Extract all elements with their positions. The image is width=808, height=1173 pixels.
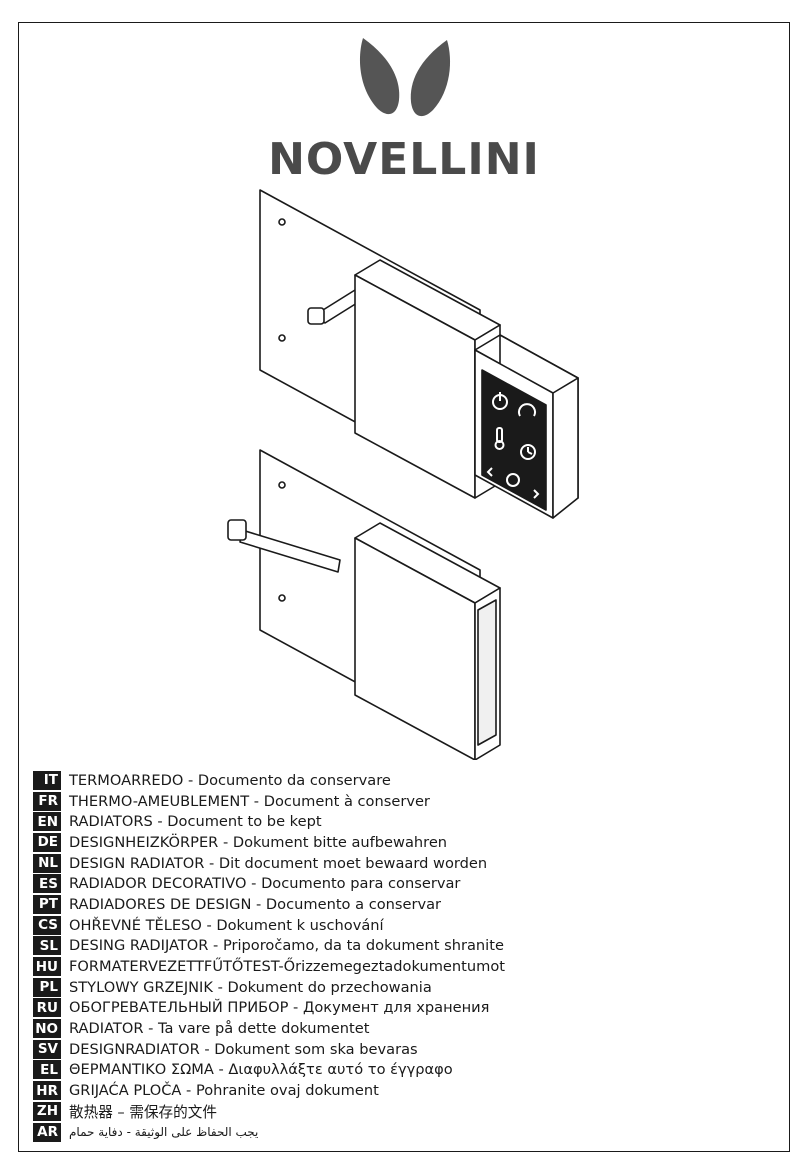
- lang-code: EL: [33, 1060, 61, 1080]
- lang-row-pt: PT RADIADORES DE DESIGN - Documento a con…: [33, 894, 773, 915]
- lang-text: 散热器 – 需保存的文件: [69, 1103, 217, 1121]
- lang-code: EN: [33, 812, 61, 832]
- page-border: [18, 22, 790, 1152]
- lang-text: THERMO-AMEUBLEMENT - Document à conserve…: [69, 792, 430, 810]
- lang-row-sv: SV DESIGNRADIATOR - Dokument som ska beva…: [33, 1039, 773, 1060]
- lang-text: ΘΕΡΜΑΝΤΙΚΟ ΣΩΜΑ - Διαφυλλάξτε αυτό το έγ…: [69, 1061, 453, 1079]
- lang-text: RADIADOR DECORATIVO - Documento para con…: [69, 875, 461, 893]
- lang-text: STYLOWY GRZEJNIK - Dokument do przechowa…: [69, 978, 432, 996]
- lang-code: RU: [33, 998, 61, 1018]
- center-power-icon: [506, 473, 520, 487]
- lang-text: RADIATORS - Document to be kept: [69, 813, 322, 831]
- lang-text: DESING RADIJATOR - Priporočamo, da ta do…: [69, 937, 504, 955]
- lang-code: ZH: [33, 1101, 61, 1121]
- lang-code: ES: [33, 874, 61, 894]
- lang-row-it: IT TERMOARREDO - Documento da conservare: [33, 770, 773, 791]
- lang-code: IT: [33, 770, 61, 790]
- lang-text: DESIGNHEIZKÖRPER - Dokument bitte aufbew…: [69, 833, 448, 851]
- lang-row-de: DE DESIGNHEIZKÖRPER - Dokument bitte aufb…: [33, 832, 773, 853]
- power-icon: [492, 392, 508, 410]
- lang-row-zh: ZH 散热器 – 需保存的文件: [33, 1101, 773, 1122]
- lang-code: HU: [33, 957, 61, 977]
- brand-name: NOVELLINI: [268, 134, 540, 185]
- clock-icon: [520, 444, 536, 460]
- lang-text: ОБОГРЕВАТЕЛЬНЫЙ ПРИБОР - Документ для хр…: [69, 999, 490, 1017]
- thermometer-icon: [494, 427, 505, 450]
- lang-row-el: EL ΘΕΡΜΑΝΤΙΚΟ ΣΩΜΑ - Διαφυλλάξτε αυτό το …: [33, 1060, 773, 1081]
- lang-row-no: NO RADIATOR - Ta vare på dette dokumentet: [33, 1018, 773, 1039]
- lang-text: FORMATERVEZETTFŰTŐTEST-Őrizzemegeztadoku…: [69, 958, 505, 976]
- lang-code: NO: [33, 1019, 61, 1039]
- lang-code: PT: [33, 894, 61, 914]
- lang-row-es: ES RADIADOR DECORATIVO - Documento para c…: [33, 873, 773, 894]
- lang-code: SL: [33, 936, 61, 956]
- lang-text: DESIGNRADIATOR - Dokument som ska bevara…: [69, 1040, 418, 1058]
- lang-row-fr: FR THERMO-AMEUBLEMENT - Document à conser…: [33, 791, 773, 812]
- lang-code: CS: [33, 915, 61, 935]
- lang-text: OHŘEVNÉ TĚLESO - Dokument k uschování: [69, 916, 384, 934]
- brand-logo-icon: [359, 38, 451, 117]
- lang-text: يجب الحفاظ على الوثيقة - دفاية حمام: [69, 1125, 259, 1140]
- lang-code: DE: [33, 832, 61, 852]
- gauge-icon: [518, 403, 536, 417]
- lang-row-en: EN RADIATORS - Document to be kept: [33, 811, 773, 832]
- product-illustration: [227, 189, 579, 760]
- lang-code: SV: [33, 1039, 61, 1059]
- lang-code: FR: [33, 791, 61, 811]
- lang-row-cs: CS OHŘEVNÉ TĚLESO - Dokument k uschování: [33, 915, 773, 936]
- lang-text: TERMOARREDO - Documento da conservare: [69, 771, 391, 789]
- lang-row-pl: PL STYLOWY GRZEJNIK - Dokument do przecho…: [33, 977, 773, 998]
- lang-text: DESIGN RADIATOR - Dit document moet bewa…: [69, 854, 488, 872]
- lang-text: RADIATOR - Ta vare på dette dokumentet: [69, 1020, 370, 1038]
- lang-row-ar: AR يجب الحفاظ على الوثيقة - دفاية حمام: [33, 1122, 773, 1143]
- lang-text: RADIADORES DE DESIGN - Documento a conse…: [69, 895, 442, 913]
- lang-code: HR: [33, 1081, 61, 1101]
- left-arrow-icon: [486, 467, 493, 477]
- right-arrow-icon: [533, 489, 540, 499]
- lang-row-sl: SL DESING RADIJATOR - Priporočamo, da ta …: [33, 936, 773, 957]
- lang-code: AR: [33, 1122, 61, 1142]
- lang-code: NL: [33, 853, 61, 873]
- lang-row-hr: HR GRIJAĆA PLOČA - Pohranite ovaj dokumen…: [33, 1080, 773, 1101]
- lang-text: GRIJAĆA PLOČA - Pohranite ovaj dokument: [69, 1082, 379, 1100]
- lang-row-ru: RU ОБОГРЕВАТЕЛЬНЫЙ ПРИБОР - Документ для …: [33, 998, 773, 1019]
- lang-row-hu: HU FORMATERVEZETTFŰTŐTEST-Őrizzemegeztado…: [33, 956, 773, 977]
- lang-code: PL: [33, 977, 61, 997]
- lang-row-nl: NL DESIGN RADIATOR - Dit document moet be…: [33, 853, 773, 874]
